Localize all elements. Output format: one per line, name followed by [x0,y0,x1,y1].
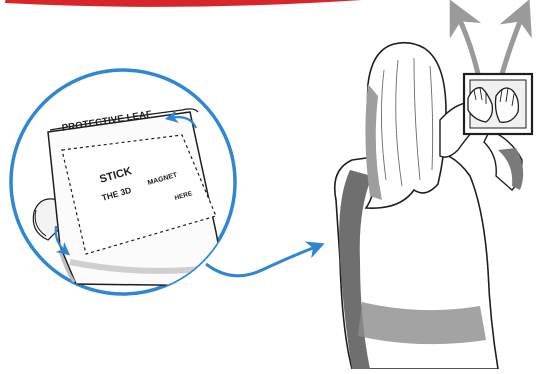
connector-arrow-icon [206,246,318,276]
zoom-circle [11,70,235,294]
banner-stroke [5,0,362,7]
lift-arrow-icon [456,12,478,74]
lift-arrow-icon-right [502,12,524,74]
person-figure [335,43,532,369]
